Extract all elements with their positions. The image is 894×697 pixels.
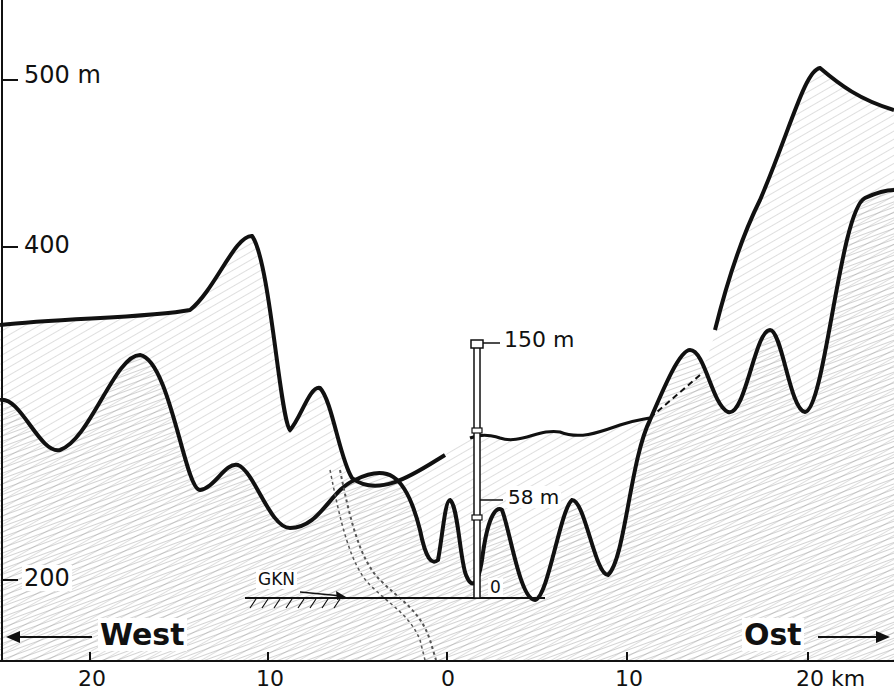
leader-line — [483, 342, 500, 344]
km-label: 20 km — [794, 667, 867, 691]
km-label: 10 — [613, 667, 645, 691]
far-profile-line — [470, 418, 650, 440]
tower-platform — [472, 428, 482, 433]
direction-label: Ost — [742, 618, 804, 651]
tower — [474, 345, 480, 598]
gkn-arrow — [300, 592, 342, 596]
left-axis — [1, 0, 3, 662]
axis-ticks — [2, 80, 808, 661]
km-label: 20 — [76, 667, 108, 691]
east-arrow — [818, 636, 880, 638]
direction-label: West — [98, 618, 187, 651]
west-arrow — [14, 636, 92, 638]
tower-platform — [472, 515, 482, 520]
valley-edge — [340, 470, 436, 660]
height-label: 150 m — [502, 328, 576, 352]
arrowhead — [336, 591, 346, 600]
km-label: 0 — [439, 667, 457, 691]
leader-line — [480, 499, 503, 501]
site-label: GKN — [256, 570, 297, 589]
level-label: 0 — [488, 578, 503, 597]
tower-top — [471, 340, 483, 348]
km-label: 10 — [254, 667, 286, 691]
near-profile-fill — [0, 190, 894, 660]
far-profile-dashed — [650, 375, 700, 418]
axis-value: 400 — [22, 232, 72, 258]
axis-value: 500 m — [22, 62, 103, 88]
ground-hatch — [250, 599, 340, 608]
axis-value: 200 — [22, 565, 72, 591]
arrowhead — [876, 631, 890, 643]
ground-level — [245, 597, 545, 599]
arrowhead — [6, 631, 20, 643]
far-profile-fill — [0, 68, 894, 660]
valley-edge — [330, 470, 425, 660]
height-label: 58 m — [506, 486, 561, 508]
near-profile-line — [0, 190, 894, 600]
